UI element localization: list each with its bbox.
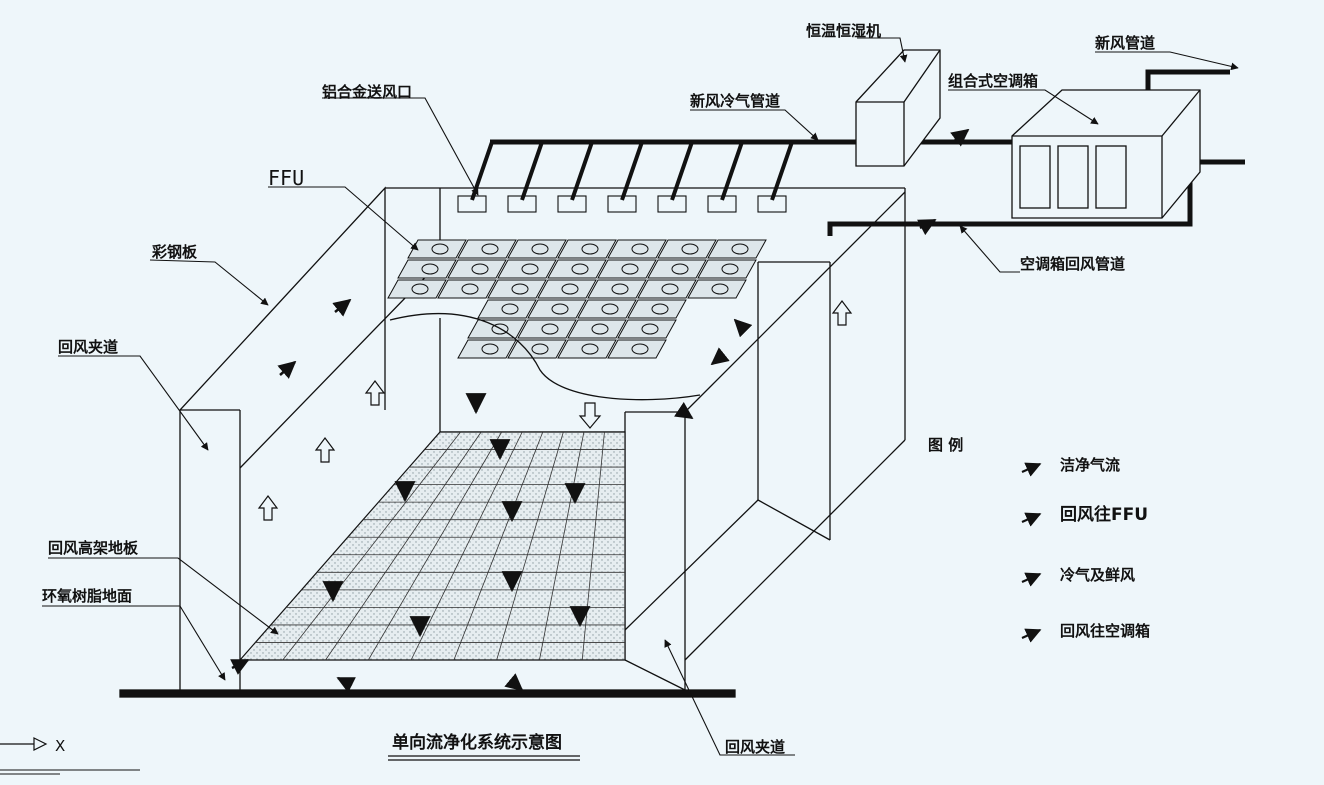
label-raised-floor: 回风高架地板 [48,539,139,557]
legend-item-label: 洁净气流 [1060,456,1120,474]
label-ahu: 组合式空调箱 [948,72,1038,90]
ffu-unit [647,259,707,279]
return-air-arrow [364,380,386,406]
label-return-channel-left: 回风夹道 [58,338,118,356]
ffu-ceiling-grid [387,239,767,401]
flow-arrow [332,298,352,317]
flow-arrow [504,673,524,692]
ahu-return-duct [827,159,1245,236]
label-al-vent: 铝合金送风口 [322,83,412,101]
ffu-unit [387,279,447,299]
label-return-channel-right: 回风夹道 [725,738,785,756]
ffu-unit [607,239,667,259]
label-fresh-cool-duct: 新风冷气管道 [690,92,780,110]
ffu-unit [507,239,567,259]
ffu-unit [477,299,537,319]
ffu-unit [607,339,667,359]
ffu-unit [527,299,587,319]
right-wall-frame [684,191,906,413]
ffu-unit [637,279,697,299]
flow-arrow [336,676,357,693]
legend-item-label: 回风往FFU [1060,504,1148,525]
ffu-unit [467,319,527,339]
flow-arrow [733,318,753,338]
ffu-unit [697,259,757,279]
label-color-steel: 彩钢板 [151,243,198,261]
ffu-unit [557,339,617,359]
legend-arrow-icon [1021,512,1042,527]
floor-slab [119,689,736,698]
flow-arrow [277,360,297,379]
flow-arrow [710,347,730,366]
legend-item: 冷气及鲜风 [1021,566,1135,587]
legend-item-label: 冷气及鲜风 [1060,566,1135,584]
ffu-unit [437,279,497,299]
flow-arrow [674,401,694,420]
return-air-arrow [314,437,336,463]
ffu-unit [537,279,597,299]
ffu-unit [597,259,657,279]
return-air-arrow [831,300,853,326]
ffu-unit [657,239,717,259]
ffu-unit [567,319,627,339]
ffu-unit [457,239,517,259]
ffu-unit [577,299,637,319]
flow-arrow [950,128,970,147]
legend-item: 回风往空调箱 [1021,622,1150,643]
ffu-unit [617,319,677,339]
ffu-unit [487,279,547,299]
flow-arrow [229,658,250,675]
ffu-unit [557,239,617,259]
legend-arrow-icon [1021,462,1042,477]
return-air-arrow [257,495,279,521]
legend-item: 洁净气流 [1021,456,1120,477]
label-ffu: FFU [268,166,304,190]
leader-lines [42,37,1239,756]
left-wall-frame [179,186,386,690]
ffu-unit [407,239,467,259]
air-handling-unit [1011,89,1201,219]
diagram-title-text: 单向流净化系统示意图 [392,732,562,753]
ffu-unit [457,339,517,359]
ffu-unit [587,279,647,299]
supply-vents [457,195,787,213]
ffu-unit [687,279,747,299]
axis-indicator: X [0,737,140,775]
ffu-unit [497,259,557,279]
axis-x-label: X [55,737,65,755]
raised-floor-grid [238,431,626,661]
label-const-temp-humid: 恒温恒湿机 [806,22,881,40]
legend-arrow-icon [1021,628,1042,643]
flow-arrow [916,218,937,236]
label-ahu-return-duct: 空调箱回风管道 [1020,255,1125,273]
ffu-unit [707,239,767,259]
return-air-arrow [578,402,602,429]
diagram-title: 单向流净化系统示意图 [388,732,580,761]
ffu-unit [627,299,687,319]
ffu-unit [507,339,567,359]
legend-item: 回风往FFU [1021,504,1148,527]
airflow-arrows [229,128,970,693]
ffu-unit [547,259,607,279]
ffu-unit [397,259,457,279]
label-fresh-duct: 新风管道 [1095,34,1155,52]
ffu-unit [517,319,577,339]
const-temp-humid-unit [855,49,941,167]
legend-title: 图 例 [928,436,963,454]
legend-item-label: 回风往空调箱 [1060,622,1150,640]
ffu-unit [447,259,507,279]
legend-arrow-icon [1021,572,1042,587]
labels: 铝合金送风口 FFU 彩钢板 回风夹道 回风高架地板 环氧树脂地面 回风夹道 恒… [42,22,1155,756]
label-epoxy-floor: 环氧树脂地面 [42,587,132,605]
